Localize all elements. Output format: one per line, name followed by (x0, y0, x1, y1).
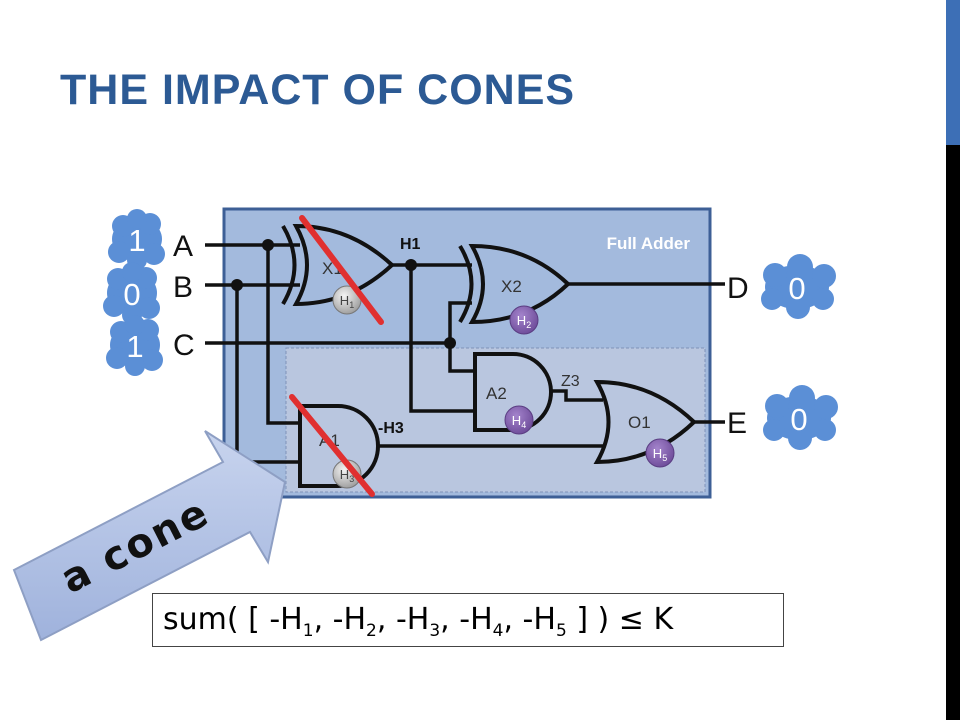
input-label-b: B (173, 271, 193, 304)
svg-text:H3: H3 (340, 467, 354, 484)
formula-term-1-base: -H (269, 602, 303, 637)
h1-sub: 1 (349, 300, 354, 310)
wires (205, 243, 725, 464)
health-badge-h4: H4 (504, 405, 534, 435)
svg-text:H5: H5 (653, 446, 667, 463)
input-value-b: 0 (123, 277, 140, 312)
h3-base: H (340, 467, 349, 482)
formula-term-4-sub: 4 (492, 621, 504, 641)
formula-term-4-base: -H (459, 602, 493, 637)
gate-x2-label: X2 (501, 277, 522, 296)
formula-term-4-sep: , (503, 602, 523, 637)
input-label-c: C (173, 329, 195, 362)
gate-o1-label: O1 (628, 413, 651, 432)
output-label-e: E (727, 407, 747, 440)
formula-term-5-sep (567, 602, 577, 637)
h4-base: H (512, 413, 521, 428)
input-cloud-c: 1 (106, 315, 163, 376)
junction-dots (231, 239, 456, 349)
wire-label-h3: -H3 (378, 420, 404, 437)
input-label-a: A (173, 230, 193, 263)
h3-sub: 3 (349, 474, 354, 484)
gate-o1: O1 (593, 379, 697, 465)
formula-term-2-sub: 2 (366, 621, 377, 641)
h2-sub: 2 (526, 320, 531, 330)
svg-text:H2: H2 (517, 313, 531, 330)
formula-term-3-base: -H (395, 602, 430, 637)
formula-term-1-sub: 1 (302, 621, 314, 641)
output-value-e: 0 (790, 402, 807, 437)
accent-bar-top (946, 0, 960, 145)
output-label-d: D (727, 272, 749, 305)
h2-base: H (517, 313, 526, 328)
gate-a2-label: A2 (486, 384, 507, 403)
formula-suffix: ] ) ≤ K (576, 602, 674, 637)
output-value-d: 0 (788, 271, 805, 306)
input-value-c: 1 (126, 329, 143, 364)
health-badge-h2: H2 (509, 305, 539, 335)
formula-term-2-sep: , (376, 602, 396, 637)
formula-term-2-base: -H (332, 602, 367, 637)
formula-prefix: sum( [ (163, 602, 270, 637)
slide-title: THE IMPACT OF CONES (60, 66, 576, 114)
h5-sub: 5 (662, 453, 667, 463)
formula-term-5-base: -H (522, 602, 556, 637)
strike-x1 (299, 215, 384, 325)
wire-label-h1: H1 (400, 236, 421, 253)
input-cloud-b: 0 (103, 262, 160, 325)
wire-label-z3: Z3 (561, 373, 580, 390)
formula-term-3-sub: 3 (429, 621, 441, 641)
health-badge-h5: H5 (645, 438, 675, 468)
input-value-a: 1 (128, 223, 145, 258)
strike-a1 (289, 394, 375, 497)
h1-base: H (340, 293, 349, 308)
health-badge-h3: H3 (332, 459, 362, 489)
accent-bar-bottom (946, 145, 960, 720)
svg-text:H1: H1 (340, 293, 354, 310)
input-cloud-a: 1 (108, 209, 165, 270)
svg-text:H4: H4 (512, 413, 526, 430)
output-cloud-e: 0 (763, 385, 838, 450)
formula-term-5-sub: 5 (555, 621, 567, 641)
formula-box: sum( [ -H1, -H2, -H3, -H4, -H5 ] ) ≤ K (152, 593, 784, 647)
h4-sub: 4 (521, 420, 526, 430)
formula-term-1-sep: , (313, 602, 333, 637)
output-cloud-d: 0 (761, 254, 836, 319)
formula-term-3-sep: , (440, 602, 460, 637)
full-adder-label: Full Adder (607, 234, 691, 253)
h5-base: H (653, 446, 662, 461)
